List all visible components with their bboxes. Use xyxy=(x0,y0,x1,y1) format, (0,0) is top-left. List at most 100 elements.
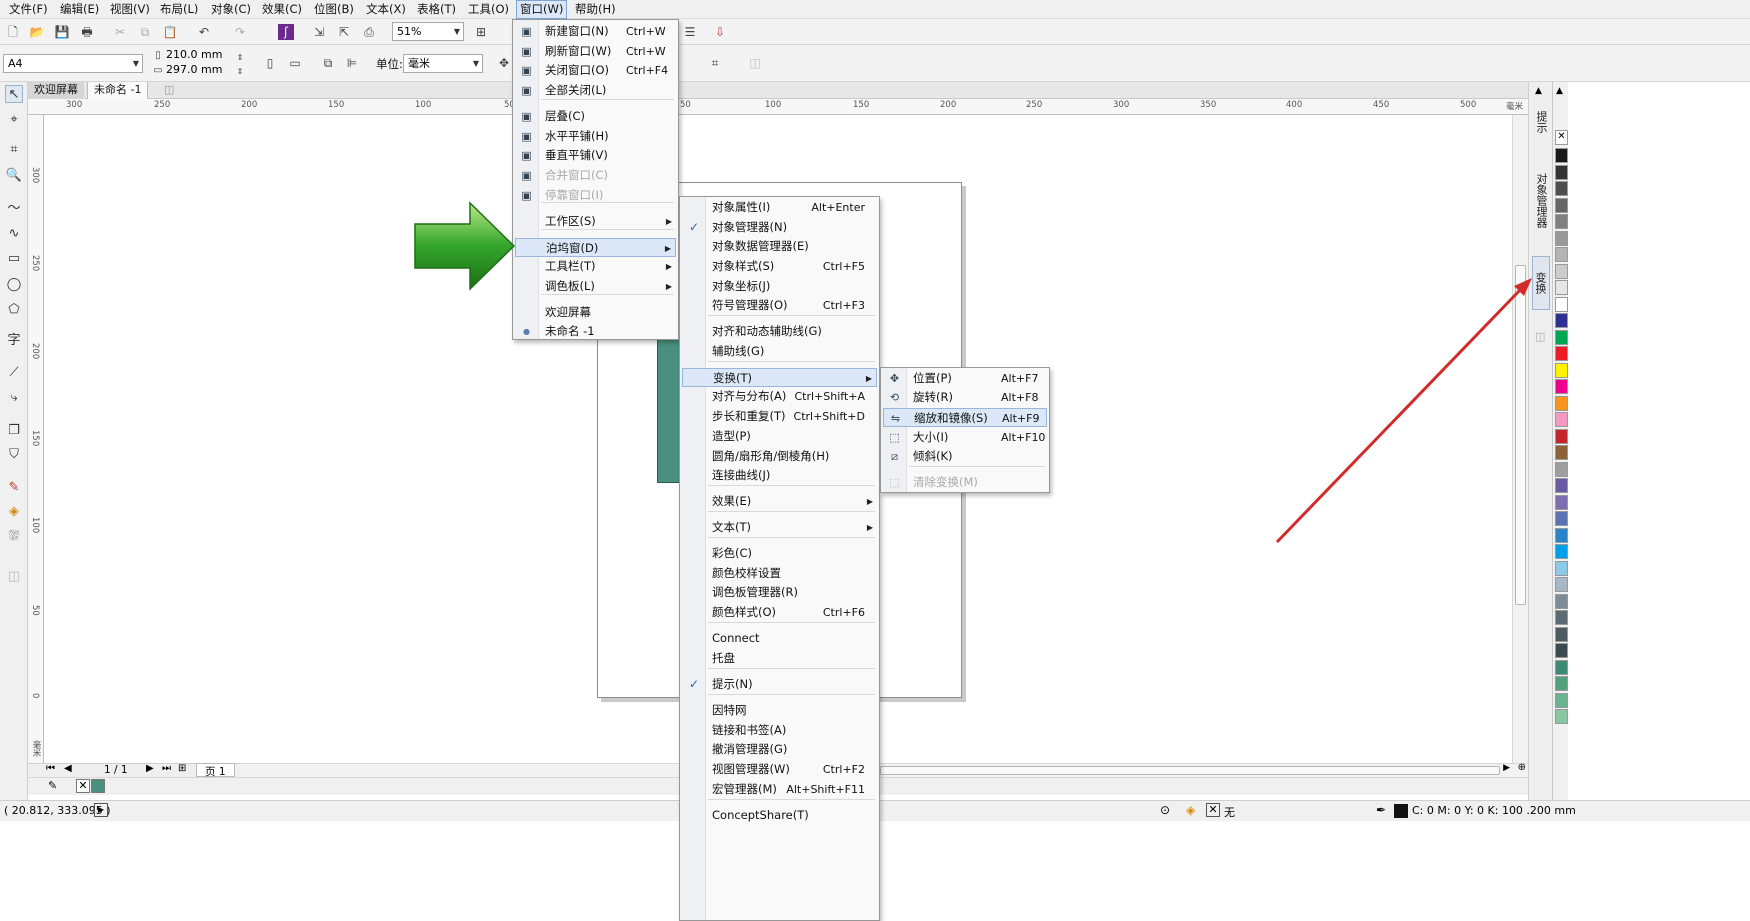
color-swatch[interactable] xyxy=(1555,643,1568,658)
menu-10[interactable]: 窗口(W) xyxy=(516,0,568,19)
docker-menu-item[interactable]: 变换(T)▶ xyxy=(682,368,877,387)
window-menu-item[interactable]: 欢迎屏幕 xyxy=(515,303,676,322)
docker-menu-item[interactable]: 对齐与分布(A)Ctrl+Shift+A xyxy=(682,387,877,406)
artistic-media-icon[interactable]: ∿ xyxy=(8,226,20,241)
color-swatch[interactable] xyxy=(1555,181,1568,196)
color-swatch[interactable] xyxy=(91,779,105,793)
export-icon[interactable]: ⇱ xyxy=(338,25,350,39)
shape-tool-icon[interactable]: ⌖ xyxy=(10,112,18,127)
window-menu-item[interactable]: ▣关闭窗口(O)Ctrl+F4 xyxy=(515,61,676,80)
current-page-icon[interactable]: ⊫ xyxy=(346,56,358,70)
docker-menu-item[interactable]: 链接和书签(A) xyxy=(682,721,877,740)
window-menu-item[interactable]: ●未命名 -1 xyxy=(515,322,676,341)
zoom-tool-icon[interactable]: 🔍 xyxy=(5,168,23,183)
menu-7[interactable]: 文本(X) xyxy=(366,2,406,16)
color-eyedropper-icon[interactable]: ✎ xyxy=(8,480,20,495)
color-swatch[interactable] xyxy=(1555,560,1568,576)
docker-menu-item[interactable]: ✓对象管理器(N) xyxy=(682,218,877,237)
scrollbar-thumb[interactable] xyxy=(1515,265,1526,605)
launcher-icon[interactable]: ⇩ xyxy=(714,25,726,39)
unit-combo[interactable]: 毫米 ▼ xyxy=(403,54,483,73)
redo-icon[interactable]: ↷ xyxy=(234,25,246,39)
portrait-icon[interactable]: ▯ xyxy=(266,56,274,70)
docker-menu-item[interactable]: 调色板管理器(R) xyxy=(682,583,877,602)
window-menu-item[interactable]: ▣层叠(C) xyxy=(515,107,676,126)
text-tool-icon[interactable]: 字 xyxy=(7,333,21,348)
transform-menu-item[interactable]: ✥位置(P)Alt+F7 xyxy=(883,369,1047,388)
color-swatch[interactable] xyxy=(1555,544,1568,559)
docker-menu-item[interactable]: 连接曲线(J) xyxy=(682,466,877,485)
docker-menu-item[interactable]: 符号管理器(O)Ctrl+F3 xyxy=(682,296,877,315)
window-menu-item[interactable]: 泊坞窗(D)▶ xyxy=(515,238,676,257)
docker-menu-item[interactable]: Connect xyxy=(682,629,877,648)
color-swatch[interactable] xyxy=(1555,263,1568,279)
next-page-icon[interactable]: ▶ xyxy=(146,763,154,774)
page-size-combo[interactable]: A4 ▼ xyxy=(3,54,143,73)
docker-tab-hints[interactable]: 提示 xyxy=(1535,111,1548,133)
window-menu-item[interactable]: ▣刷新窗口(W)Ctrl+W xyxy=(515,42,676,61)
last-page-icon[interactable]: ⏭ xyxy=(162,763,171,774)
color-swatch[interactable] xyxy=(1555,412,1568,427)
snap-to-icon[interactable]: ⌗ xyxy=(711,56,719,70)
corel-connect-icon[interactable]: ʃ xyxy=(278,24,294,40)
color-swatch[interactable] xyxy=(1555,247,1568,262)
color-swatch[interactable] xyxy=(1555,379,1568,394)
docker-menu-item[interactable]: ConceptShare(T) xyxy=(682,806,877,825)
color-proof-icon[interactable]: ⊙ xyxy=(1160,803,1171,817)
docker-menu-item[interactable]: 颜色校样设置 xyxy=(682,564,877,583)
color-swatch[interactable] xyxy=(1555,593,1568,609)
menu-3[interactable]: 布局(L) xyxy=(160,2,199,16)
window-menu-item[interactable]: 工作区(S)▶ xyxy=(515,212,676,231)
zoom-level-combo[interactable]: 51% ▼ xyxy=(392,22,464,41)
docker-menu-item[interactable]: ✓提示(N) xyxy=(682,675,877,694)
menu-11[interactable]: 帮助(H) xyxy=(575,2,616,16)
docker-tab-object-manager[interactable]: 对象管理器 xyxy=(1535,172,1548,228)
open-icon[interactable]: 📂 xyxy=(29,25,45,39)
nudge-icon[interactable]: ✥ xyxy=(498,56,510,70)
zoom-magnifier-icon[interactable]: ⊕ xyxy=(1517,762,1526,773)
color-swatch[interactable] xyxy=(1555,230,1568,246)
docker-add-icon[interactable]: ◫ xyxy=(1535,330,1546,343)
docker-menu-item[interactable]: 视图管理器(W)Ctrl+F2 xyxy=(682,760,877,779)
save-icon[interactable]: 💾 xyxy=(54,25,70,39)
all-pages-icon[interactable]: ⧉ xyxy=(323,56,333,70)
color-swatch[interactable] xyxy=(1555,511,1568,526)
no-color-swatch[interactable]: ✕ xyxy=(76,779,90,793)
window-menu-item[interactable]: ▣垂直平铺(V) xyxy=(515,146,676,165)
docker-menu-item[interactable]: 彩色(C) xyxy=(682,544,877,563)
vertical-scrollbar[interactable] xyxy=(1512,115,1528,763)
transparency-tool-icon[interactable]: ⛉ xyxy=(9,447,19,462)
import-icon[interactable]: ⇲ xyxy=(313,25,325,39)
vertical-ruler[interactable]: 300 250 200 150 100 50 0 毫米 xyxy=(28,115,44,763)
tab-close-icon[interactable]: ◫ xyxy=(164,83,175,96)
docker-menu-item[interactable]: 步长和重复(T)Ctrl+Shift+D xyxy=(682,407,877,426)
horizontal-ruler[interactable]: 300 250 200 150 100 50 50 100 150 200 25… xyxy=(28,99,1528,115)
color-swatch[interactable] xyxy=(1555,296,1568,312)
height-spinner-icon[interactable]: ⇕ xyxy=(236,67,244,76)
menu-0[interactable]: 文件(F) xyxy=(9,2,48,16)
docker-scroll-up-icon[interactable]: ▲ xyxy=(1535,86,1542,96)
color-swatch[interactable] xyxy=(1555,692,1568,708)
color-swatch[interactable] xyxy=(1555,494,1568,510)
no-fill-swatch[interactable]: ✕ xyxy=(1555,130,1568,145)
transform-menu-item[interactable]: ⬚清除变换(M) xyxy=(883,473,1047,492)
previous-page-icon[interactable]: ◀ xyxy=(64,763,72,774)
window-menu-item[interactable]: 工具栏(T)▶ xyxy=(515,257,676,276)
menu-1[interactable]: 编辑(E) xyxy=(60,2,100,16)
docker-menu-item[interactable]: 造型(P) xyxy=(682,427,877,446)
page-tab[interactable]: 页 1 xyxy=(196,763,235,778)
docker-menu-item[interactable]: 宏管理器(M)Alt+Shift+F11 xyxy=(682,780,877,799)
crop-tool-icon[interactable]: ⌗ xyxy=(10,142,18,157)
color-swatch[interactable] xyxy=(1555,659,1568,675)
publish-pdf-icon[interactable]: ⎙ xyxy=(364,25,374,39)
transform-menu-item[interactable]: ⬚大小(I)Alt+F10 xyxy=(883,428,1047,447)
drop-shadow-icon[interactable]: ❐ xyxy=(8,423,20,438)
ellipse-tool-icon[interactable]: ◯ xyxy=(6,277,22,292)
first-page-icon[interactable]: ⏮ xyxy=(46,763,55,774)
docker-menu-item[interactable]: 撤消管理器(G) xyxy=(682,740,877,759)
color-swatch[interactable] xyxy=(1555,164,1568,180)
color-swatch[interactable] xyxy=(1555,313,1568,328)
docker-menu-item[interactable]: 托盘 xyxy=(682,649,877,668)
docker-menu-item[interactable]: 颜色样式(O)Ctrl+F6 xyxy=(682,603,877,622)
color-swatch[interactable] xyxy=(1555,428,1568,444)
